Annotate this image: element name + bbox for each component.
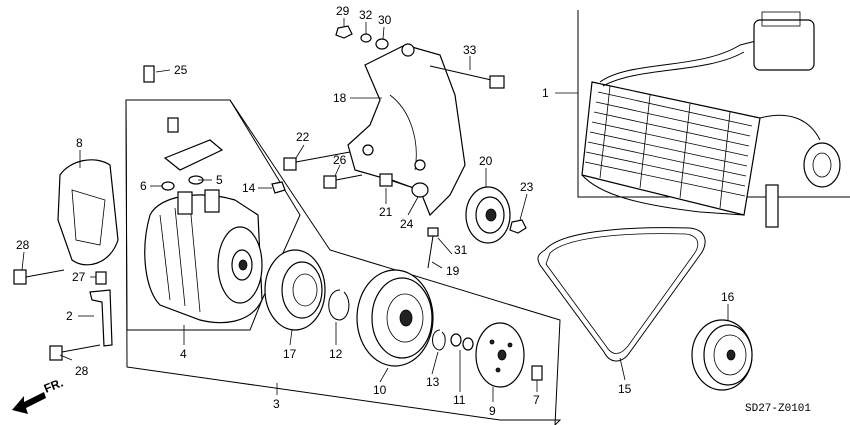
bolt-28-lower [49, 344, 101, 361]
callout-9: 9 [489, 404, 496, 418]
callout-16: 16 [721, 290, 735, 304]
armature-plate [475, 322, 525, 388]
callout-1: 1 [542, 86, 549, 100]
condenser-assembly-drawing [581, 11, 841, 228]
callout-11: 11 [453, 393, 466, 407]
callout-19: 19 [446, 264, 460, 278]
o-ring-6 [161, 181, 175, 191]
crank-pulley [691, 319, 753, 391]
callout-18: 18 [333, 91, 347, 105]
bolt-top-valve [167, 117, 179, 133]
snap-ring-13 [432, 329, 446, 351]
nut-29 [335, 25, 353, 39]
callout-7: 7 [533, 393, 540, 407]
front-direction-label: FR. [42, 376, 65, 396]
callout-3: 3 [273, 397, 280, 411]
bolt-28-upper [13, 269, 65, 285]
callout-23: 23 [520, 180, 534, 194]
washer-30 [375, 38, 389, 50]
callout-10: 10 [373, 383, 387, 397]
callout-4: 4 [180, 347, 187, 361]
leader-lines [21, 18, 729, 402]
callout-20: 20 [479, 154, 493, 168]
callout-25: 25 [174, 63, 188, 77]
bolt-26 [323, 174, 363, 189]
callout-22: 22 [296, 130, 310, 144]
bolt-21 [379, 173, 409, 187]
callout-8: 8 [76, 136, 83, 150]
callout-30: 30 [378, 13, 392, 27]
callout-13: 13 [426, 375, 440, 389]
callout-5: 5 [216, 173, 223, 187]
bolt-19 [427, 227, 439, 269]
service-valve-plate [163, 139, 224, 171]
callout-31: 31 [454, 243, 468, 257]
callout-14: 14 [242, 181, 256, 195]
callout-26: 26 [333, 153, 347, 167]
callout-6: 6 [140, 179, 147, 193]
snap-ring-12 [328, 289, 350, 321]
front-direction-arrow: FR. [12, 376, 65, 414]
bolt-22 [283, 151, 351, 171]
washer-24 [411, 182, 429, 198]
drive-belt [537, 227, 706, 362]
callout-29: 29 [336, 4, 350, 18]
shim-11 [450, 333, 474, 351]
callout-27: 27 [72, 270, 86, 284]
callout-24: 24 [400, 217, 414, 231]
clutch-pulley [356, 269, 434, 367]
callout-2: 2 [66, 309, 73, 323]
bolt-7 [531, 365, 543, 381]
callout-28-lower: 28 [75, 364, 89, 378]
callout-15: 15 [618, 382, 632, 396]
callout-21: 21 [379, 205, 393, 219]
compressor-cover [57, 159, 119, 266]
compressor-group-outline [125, 99, 562, 425]
field-coil [264, 249, 326, 331]
callout-28-upper: 28 [16, 238, 30, 252]
bolt-25 [143, 65, 155, 83]
washer-32 [360, 33, 372, 43]
compressor-bracket-2 [89, 289, 113, 347]
callout-17: 17 [283, 347, 297, 361]
diagram-code: SD27-Z0101 [745, 403, 811, 415]
compressor-bracket [347, 44, 466, 217]
nut-23 [509, 219, 527, 234]
condenser-inset-frame [577, 10, 850, 198]
callout-33: 33 [463, 43, 477, 57]
compressor [144, 189, 263, 324]
callout-12: 12 [329, 347, 343, 361]
bolt-14 [271, 181, 286, 194]
callout-32: 32 [359, 8, 373, 22]
bolt-33 [429, 65, 505, 89]
bolt-27 [95, 271, 107, 285]
idler-pulley [465, 186, 511, 244]
